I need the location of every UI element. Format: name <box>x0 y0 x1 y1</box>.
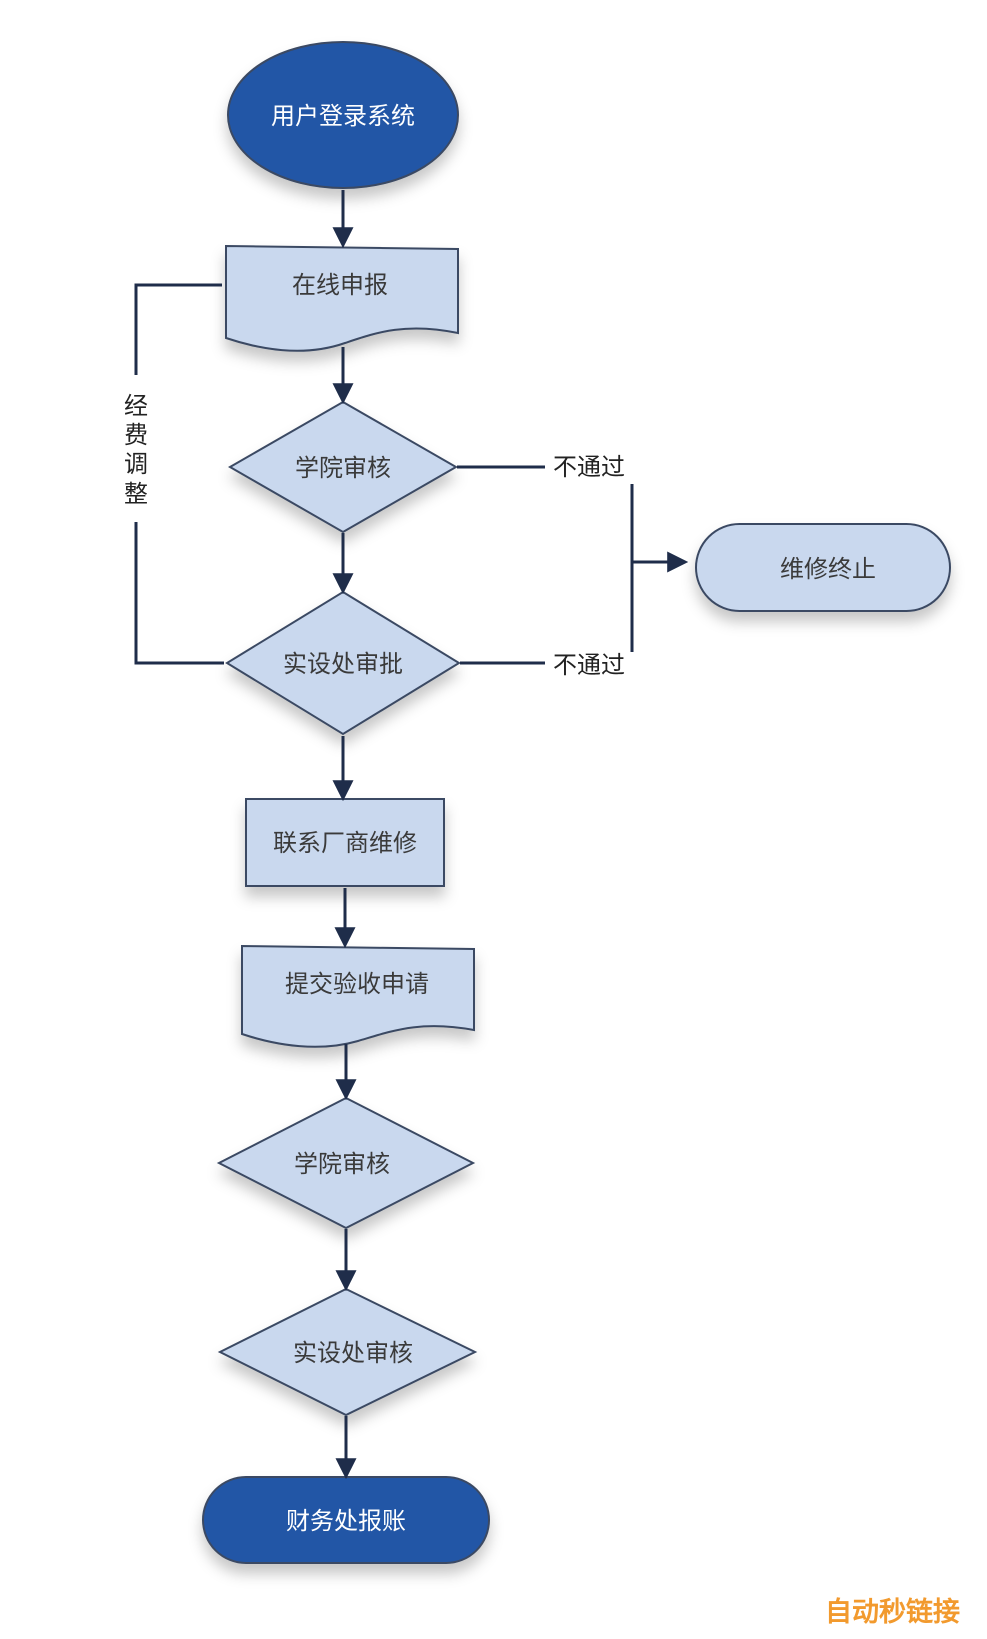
fee-adjust-char-3: 调 <box>124 450 148 478</box>
college-review-1-decision <box>227 400 459 534</box>
fee-adjust-char-4: 整 <box>124 480 148 508</box>
equipment-review-decision <box>217 1287 478 1417</box>
equipment-approve-decision <box>225 590 461 736</box>
contact-vendor-process <box>245 798 445 887</box>
equipment-review-label: 实设处审核 <box>293 1339 413 1367</box>
fee-adjust-char-1: 经 <box>124 392 148 420</box>
terminate-label: 维修终止 <box>780 555 876 583</box>
watermark: 自动秒链接 <box>825 1596 960 1628</box>
fee-adjust-line-top <box>134 283 222 375</box>
reject-label-1: 不通过 <box>553 453 625 481</box>
college-review-1-label: 学院审核 <box>295 454 391 482</box>
submit-acceptance-document <box>241 944 475 1048</box>
finance-label: 财务处报账 <box>286 1507 406 1535</box>
start-node <box>227 41 459 189</box>
terminate-node <box>695 523 951 612</box>
equipment-approve-label: 实设处审批 <box>283 650 403 678</box>
submit-acceptance-label: 提交验收申请 <box>285 970 429 998</box>
online-apply-document <box>225 244 459 352</box>
online-apply-label: 在线申报 <box>292 271 388 299</box>
college-review-2-label: 学院审核 <box>294 1150 390 1178</box>
fee-adjust-char-2: 费 <box>124 421 148 449</box>
fee-adjust-line-bottom <box>134 522 224 665</box>
college-review-2-decision <box>216 1096 476 1230</box>
start-node-label: 用户登录系统 <box>271 102 415 130</box>
reject-label-2: 不通过 <box>553 651 625 679</box>
contact-vendor-label: 联系厂商维修 <box>273 829 417 857</box>
